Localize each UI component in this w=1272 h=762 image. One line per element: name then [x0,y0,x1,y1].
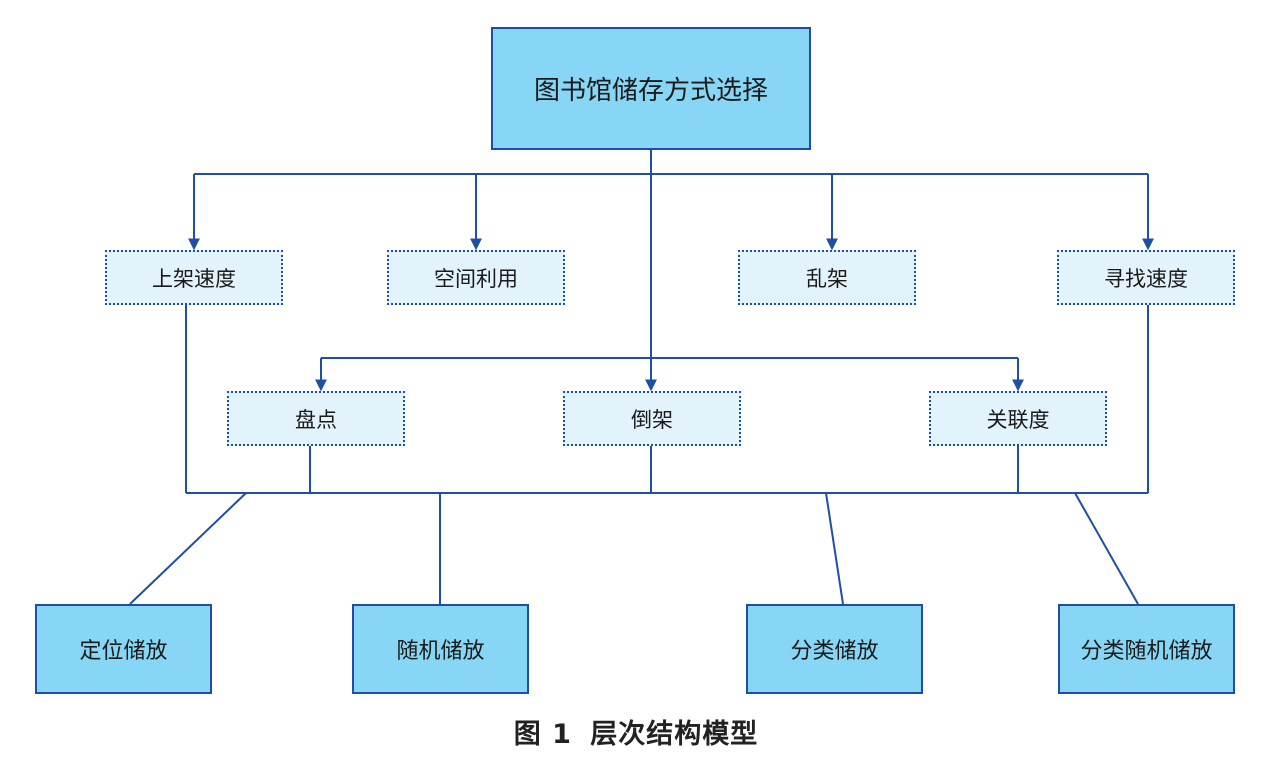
option-node-random-storage: 随机储放 [352,604,529,694]
criterion-node-shelf-shifting: 倒架 [563,391,741,446]
figure-title: 层次结构模型 [590,719,759,750]
connector-to-option-3 [825,492,844,605]
criterion-node-loading-speed: 上架速度 [105,250,283,305]
criterion-node-search-speed: 寻找速度 [1057,250,1235,305]
option-label: 定位储放 [79,639,168,664]
criterion-label: 空间利用 [434,266,518,291]
option-label: 随机储放 [396,639,485,664]
criterion-node-misshelving: 乱架 [738,250,916,305]
criterion-label: 盘点 [295,407,337,432]
criterion-node-space-utilization: 空间利用 [387,250,565,305]
criterion-label: 上架速度 [152,266,236,291]
goal-node: 图书馆储存方式选择 [491,27,811,150]
figure-caption: 图 1 层次结构模型 [0,712,1272,751]
criterion-label: 关联度 [986,407,1050,432]
connector-to-option-4 [1074,492,1139,605]
option-node-classified-random-storage: 分类随机储放 [1058,604,1235,694]
option-label: 分类随机储放 [1080,639,1213,664]
criterion-label: 倒架 [631,407,673,432]
criterion-node-relevance: 关联度 [929,391,1107,446]
connector-to-option-1 [129,492,247,605]
option-label: 分类储放 [790,639,879,664]
criterion-label: 乱架 [806,266,848,291]
option-node-fixed-storage: 定位储放 [35,604,212,694]
figure-number: 图 1 [513,719,572,750]
criterion-node-inventory: 盘点 [227,391,405,446]
option-node-classified-storage: 分类储放 [746,604,923,694]
goal-label: 图书馆储存方式选择 [533,76,768,106]
criterion-label: 寻找速度 [1104,266,1188,291]
